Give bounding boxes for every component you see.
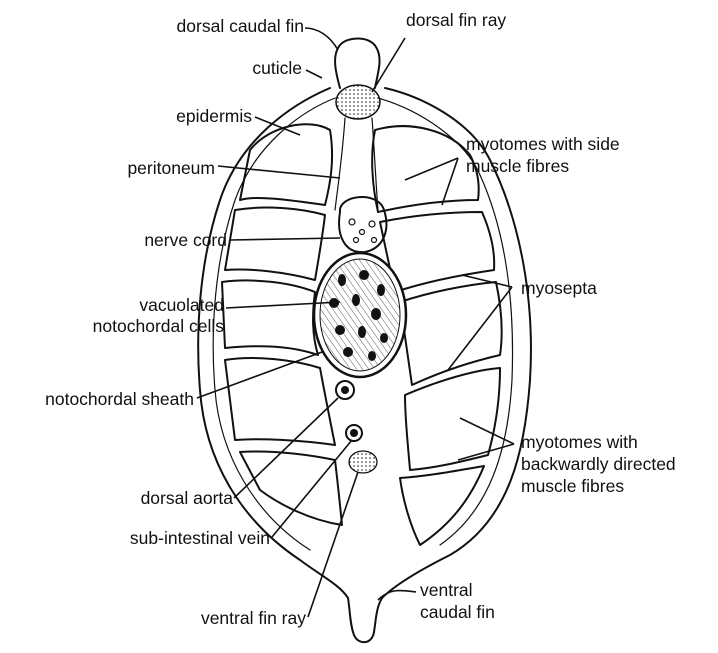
label-ventral-fin-ray: ventral fin ray xyxy=(201,608,306,629)
label-notochordal-cells: notochordal cells xyxy=(93,316,224,337)
label-vacuolated: vacuolated xyxy=(139,295,224,316)
dorsal-caudal-fin xyxy=(335,38,379,88)
label-dorsal-aorta: dorsal aorta xyxy=(141,488,233,509)
label-peritoneum: peritoneum xyxy=(127,158,215,179)
label-cuticle: cuticle xyxy=(252,58,302,79)
label-sub-intestinal-vein: sub-intestinal vein xyxy=(130,528,270,549)
label-myotomes-side-1: myotomes with side xyxy=(466,134,620,155)
label-myotomes-back-2: backwardly directed xyxy=(521,454,676,475)
label-ventral-1: ventral xyxy=(420,580,473,601)
label-nerve-cord: nerve cord xyxy=(144,230,227,251)
label-epidermis: epidermis xyxy=(176,106,252,127)
ventral-caudal-fin xyxy=(348,598,382,642)
label-myotomes-back-3: muscle fibres xyxy=(521,476,624,497)
label-notochordal-sheath: notochordal sheath xyxy=(45,389,194,410)
label-myotomes-side-2: muscle fibres xyxy=(466,156,569,177)
nerve-cord xyxy=(339,197,386,252)
label-caudal-fin: caudal fin xyxy=(420,602,495,623)
nerve-cord-cells xyxy=(349,219,377,243)
ventral-fin-ray xyxy=(349,451,377,473)
label-myotomes-back-1: myotomes with xyxy=(521,432,638,453)
label-dorsal-caudal-fin: dorsal caudal fin xyxy=(177,16,304,37)
label-dorsal-fin-ray: dorsal fin ray xyxy=(406,10,506,31)
label-myosepta: myosepta xyxy=(521,278,597,299)
